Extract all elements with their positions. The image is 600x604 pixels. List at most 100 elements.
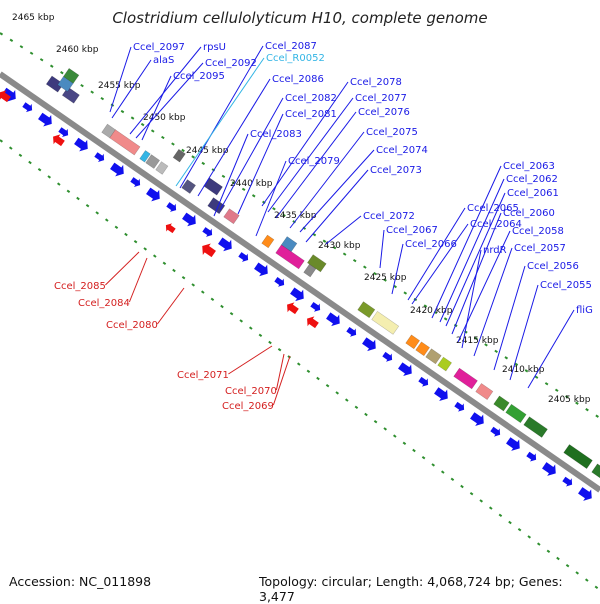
gene-block — [591, 463, 600, 481]
gene-label: Ccel_2061 — [507, 188, 559, 199]
gene-label: Ccel_2063 — [503, 161, 555, 172]
gene-leader-line — [289, 131, 365, 229]
gene-leader-line — [305, 169, 369, 243]
gene-label: Ccel_2078 — [350, 77, 402, 88]
gene-leader-line — [141, 75, 172, 141]
gene-block — [145, 154, 160, 169]
forward-strand-arrow — [254, 262, 268, 277]
gene-block — [357, 301, 376, 319]
gene-label: Ccel_2055 — [540, 280, 592, 291]
genome-backbone — [0, 71, 600, 493]
gene-label: Ccel_2095 — [173, 71, 225, 82]
forward-strand-arrow — [166, 202, 177, 212]
kbp-label: 2455 kbp — [98, 81, 141, 91]
gene-label: Ccel_2067 — [386, 225, 438, 236]
gene-leader-line — [325, 215, 362, 245]
gene-leader-line — [379, 229, 385, 269]
gene-label: Ccel_2065 — [467, 203, 519, 214]
gene-leader-line — [267, 97, 354, 213]
gene-label: Ccel_2073 — [370, 165, 422, 176]
inner-ruler-line — [0, 139, 600, 591]
gene-block — [45, 75, 64, 93]
gene-leader-line — [473, 247, 513, 357]
gene-leader-line — [255, 160, 287, 237]
forward-strand-arrow — [146, 187, 160, 202]
gene-block — [493, 395, 510, 412]
gene-label: Ccel_2075 — [366, 127, 418, 138]
forward-strand-arrow — [526, 451, 537, 462]
forward-strand-arrow — [454, 401, 465, 412]
forward-strand-arrow — [542, 462, 556, 476]
forward-strand-arrow — [182, 212, 196, 227]
gene-leader-line — [461, 249, 482, 349]
gene-label: Ccel_2083 — [250, 129, 302, 140]
gene-label: Ccel_2062 — [506, 174, 558, 185]
gene-block — [61, 86, 80, 104]
gene-leader-line — [213, 133, 249, 217]
gene-label: Ccel_2060 — [503, 208, 555, 219]
kbp-label: 2425 kbp — [364, 273, 407, 283]
gene-leader-line — [439, 178, 505, 323]
gene-leader-line — [179, 45, 264, 189]
gene-label: nrdR — [483, 245, 507, 256]
gene-label: Ccel_2077 — [355, 93, 407, 104]
gene-label: Ccel_2066 — [405, 239, 457, 250]
forward-strand-arrow — [94, 152, 105, 163]
forward-strand-arrow — [22, 102, 33, 113]
kbp-label: 2415 kbp — [456, 336, 499, 346]
gene-block — [281, 236, 298, 252]
gene-features — [0, 67, 600, 501]
gene-leader-line — [275, 353, 285, 391]
gene-label: Ccel_2082 — [285, 93, 337, 104]
gene-leader-line — [135, 62, 204, 139]
gene-leader-line — [219, 97, 284, 211]
forward-strand-arrow — [310, 301, 321, 312]
gene-block — [453, 367, 478, 390]
gene-block — [57, 76, 74, 92]
kbp-label: 2430 kbp — [318, 241, 361, 251]
gene-label: Ccel_2097 — [133, 42, 185, 53]
forward-strand-arrow — [74, 137, 88, 152]
kbp-label: 2465 kbp — [12, 13, 55, 23]
reverse-strand-arrow — [53, 134, 65, 147]
gene-label: Ccel_2057 — [514, 243, 566, 254]
forward-strand-arrow — [418, 376, 429, 387]
gene-label: Ccel_2084 — [78, 298, 130, 309]
kbp-label: 2405 kbp — [548, 395, 591, 405]
forward-strand-arrow — [382, 351, 393, 362]
gene-label: Ccel_2074 — [376, 145, 428, 156]
gene-leader-line — [391, 243, 404, 295]
forward-strand-arrow — [398, 362, 412, 377]
forward-strand-arrow — [562, 476, 573, 487]
forward-strand-arrow — [362, 337, 376, 352]
kbp-label: 2420 kbp — [410, 306, 453, 316]
forward-strand-arrow — [38, 112, 52, 127]
forward-strand-arrow — [490, 426, 501, 437]
forward-strand-arrow — [110, 162, 124, 177]
forward-strand-arrow — [346, 326, 357, 337]
gene-block — [275, 244, 305, 270]
gene-label: Ccel_2085 — [54, 281, 106, 292]
gene-labels: Ccel_2097alaSrpsUCcel_2092Ccel_2095Ccel_… — [54, 41, 593, 412]
gene-block — [523, 416, 548, 438]
forward-strand-arrow — [218, 237, 232, 252]
gene-block — [563, 444, 593, 469]
gene-leader-line — [509, 284, 539, 381]
forward-strand-arrow — [290, 287, 304, 302]
kbp-label: 2460 kbp — [56, 45, 99, 55]
gene-leader-line — [445, 192, 506, 327]
gene-leader-line — [105, 251, 140, 286]
gene-block — [475, 383, 494, 400]
gene-block — [437, 356, 452, 372]
gene-leader-line — [299, 149, 375, 233]
kbp-label: 2445 kbp — [186, 146, 229, 156]
gene-label: Ccel_2070 — [225, 386, 277, 397]
forward-strand-arrow — [274, 277, 285, 287]
gene-block — [203, 177, 223, 196]
gene-label: Ccel_2076 — [358, 107, 410, 118]
forward-strand-arrow — [202, 227, 213, 237]
forward-strand-arrow — [434, 387, 448, 402]
kbp-label: 2435 kbp — [274, 211, 317, 221]
reverse-strand-arrow — [287, 302, 299, 315]
